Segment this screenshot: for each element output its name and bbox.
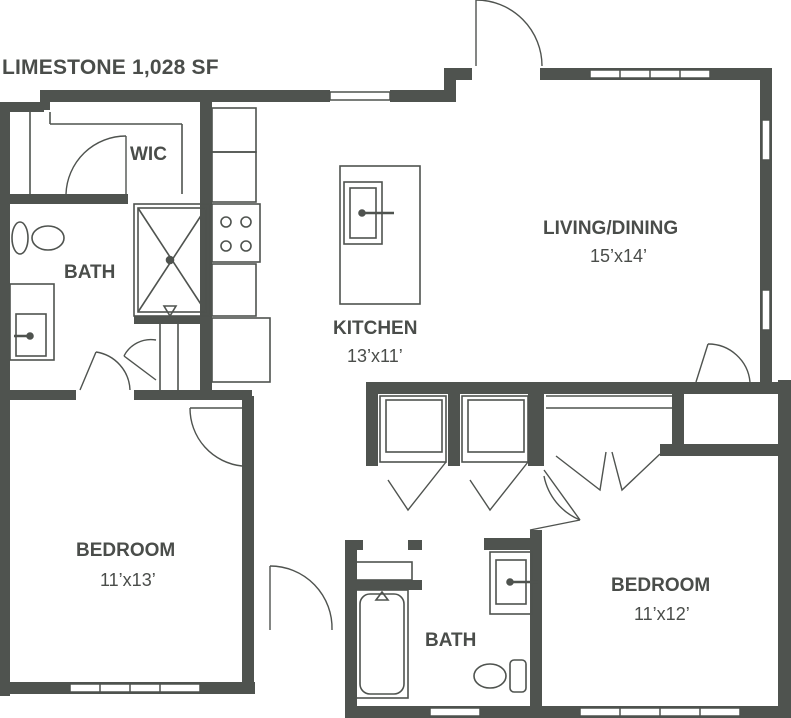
- room-dims-kitchen: 13’x11’: [347, 346, 403, 366]
- wall-top-mid: [40, 90, 330, 102]
- kitchen-island: [339, 165, 421, 305]
- wall-top-mid2: [390, 90, 450, 102]
- wall-bath1-bottom2: [134, 390, 252, 400]
- doors: [65, 0, 751, 631]
- wall-bath1-top: [10, 194, 128, 204]
- fridge: [211, 317, 271, 383]
- room-dims-bedroom-1: 11’x13’: [100, 570, 156, 590]
- room-label-bath-2: BATH: [425, 630, 477, 651]
- wall-bath2-top2: [408, 540, 422, 550]
- wall-bedroom1-right: [242, 396, 254, 686]
- wall-bath2-top: [345, 540, 363, 550]
- wall-closet-div2: [528, 382, 544, 466]
- room-label-bedroom-1: BEDROOM: [76, 540, 176, 561]
- room-label-living-dining: LIVING/DINING: [543, 218, 679, 239]
- wall-hall-right: [672, 382, 684, 444]
- fixtures: [9, 107, 672, 699]
- range: [211, 203, 261, 263]
- room-dims-bedroom-2: 11’x12’: [634, 604, 690, 624]
- wall-right-lower: [778, 380, 791, 718]
- wall-bath2-sinkwall: [484, 538, 542, 550]
- wall-top-left: [0, 102, 44, 112]
- wall-right-upper: [760, 68, 772, 388]
- wall-shower-bottom: [134, 316, 210, 324]
- windows: [69, 69, 771, 717]
- wall-bath2-linen: [345, 580, 422, 590]
- room-label-bath-1: BATH: [64, 262, 116, 283]
- room-label-kitchen: KITCHEN: [333, 318, 418, 339]
- wall-kitchen-bottom: [366, 382, 778, 394]
- wall-closet-left: [366, 382, 378, 466]
- wall-left-bedroom: [0, 396, 10, 696]
- wall-entry-top: [444, 68, 472, 80]
- wall-bedroom2-left: [530, 530, 542, 718]
- shower: [133, 203, 211, 317]
- room-dims-living-dining: 15’x14’: [590, 246, 648, 266]
- plan-title: LIMESTONE 1,028 SF: [2, 56, 219, 79]
- room-label-bedroom-2: BEDROOM: [611, 575, 711, 596]
- wall-bedroom2-top: [660, 444, 790, 456]
- bathtub: [355, 589, 409, 699]
- wall-closet-div1: [448, 382, 460, 466]
- wall-bath1-bottom: [10, 390, 76, 400]
- room-label-wic: WIC: [130, 144, 167, 165]
